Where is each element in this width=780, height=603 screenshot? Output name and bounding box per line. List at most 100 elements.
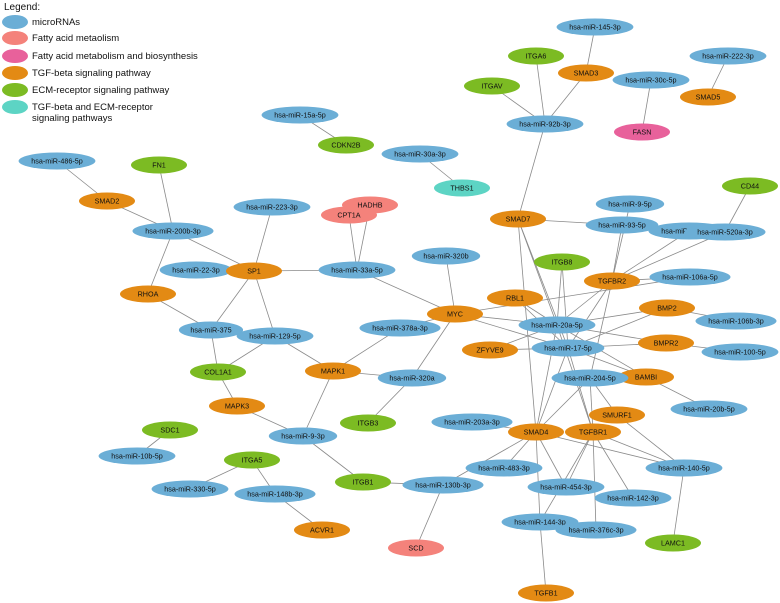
node-shape-hsa-mir-22-3p[interactable] [159,261,233,279]
node-shape-hsa-mir-320b[interactable] [411,247,481,265]
node-hsa-mir-486-5p[interactable]: hsa-miR-486-5p [18,152,96,170]
node-shape-hsa-mir-10b-5p[interactable] [98,447,176,465]
node-shape-smad4[interactable] [508,423,564,441]
node-shape-smad5[interactable] [680,88,736,106]
node-shape-itga6[interactable] [508,47,564,65]
node-shape-sdc1[interactable] [142,421,198,439]
node-bmpr2[interactable]: BMPR2 [638,334,694,352]
node-lamc1[interactable]: LAMC1 [645,534,701,552]
node-hsa-mir-140-5p[interactable]: hsa-miR-140-5p [645,459,723,477]
node-shape-hsa-mir-376c-3p[interactable] [555,521,637,539]
node-bambi[interactable]: BAMBI [618,368,674,386]
node-shape-thbs1[interactable] [434,179,490,197]
node-hsa-mir-375[interactable]: hsa-miR-375 [178,321,244,339]
node-hsa-mir-204-5p[interactable]: hsa-miR-204-5p [551,369,629,387]
node-shape-hsa-mir-130b-3p[interactable] [402,476,484,494]
node-shape-sp1[interactable] [226,262,282,280]
node-thbs1[interactable]: THBS1 [434,179,490,197]
node-hsa-mir-15a-5p[interactable]: hsa-miR-15a-5p [261,106,339,124]
node-shape-bambi[interactable] [618,368,674,386]
node-shape-smad2[interactable] [79,192,135,210]
node-zfyve9[interactable]: ZFYVE9 [462,341,518,359]
node-shape-hsa-mir-144-3p[interactable] [501,513,579,531]
node-shape-mapk3[interactable] [209,397,265,415]
node-hsa-mir-203a-3p[interactable]: hsa-miR-203a-3p [431,413,513,431]
node-shape-fasn[interactable] [614,123,670,141]
node-shape-hsa-mir-486-5p[interactable] [18,152,96,170]
node-hsa-mir-106b-3p[interactable]: hsa-miR-106b-3p [695,312,777,330]
node-shape-hsa-mir-222-3p[interactable] [689,47,767,65]
node-mapk1[interactable]: MAPK1 [305,362,361,380]
node-shape-hsa-mir-223-3p[interactable] [233,198,311,216]
node-shape-hsa-mir-30a-3p[interactable] [381,145,459,163]
node-shape-hsa-mir-20a-5p[interactable] [518,316,596,334]
node-shape-mapk1[interactable] [305,362,361,380]
node-itgb8[interactable]: ITGB8 [534,253,590,271]
node-shape-smad7[interactable] [490,210,546,228]
node-shape-hsa-mir-33a-5p[interactable] [318,261,396,279]
node-hsa-mir-93-5p[interactable]: hsa-miR-93-5p [585,216,659,234]
node-hsa-mir-33a-5p[interactable]: hsa-miR-33a-5p [318,261,396,279]
node-smad5[interactable]: SMAD5 [680,88,736,106]
node-shape-hsa-mir-9-3p[interactable] [268,427,338,445]
node-scd[interactable]: SCD [388,539,444,557]
node-hsa-mir-376c-3p[interactable]: hsa-miR-376c-3p [555,521,637,539]
node-shape-hsa-mir-378a-3p[interactable] [359,319,441,337]
node-shape-cdkn2b[interactable] [318,136,374,154]
node-shape-hsa-mir-520a-3p[interactable] [684,223,766,241]
node-hsa-mir-20a-5p[interactable]: hsa-miR-20a-5p [518,316,596,334]
node-hsa-mir-92b-3p[interactable]: hsa-miR-92b-3p [506,115,584,133]
node-hsa-mir-100-5p[interactable]: hsa-miR-100-5p [701,343,779,361]
node-cdkn2b[interactable]: CDKN2B [318,136,374,154]
node-rhoa[interactable]: RHOA [120,285,176,303]
node-shape-zfyve9[interactable] [462,341,518,359]
node-shape-tgfb1[interactable] [518,584,574,602]
node-acvr1[interactable]: ACVR1 [294,521,350,539]
node-shape-hsa-mir-129-5p[interactable] [236,327,314,345]
node-hadhb[interactable]: HADHB [342,196,398,214]
node-smurf1[interactable]: SMURF1 [589,406,645,424]
node-itga6[interactable]: ITGA6 [508,47,564,65]
node-shape-hsa-mir-142-3p[interactable] [594,489,672,507]
node-shape-hsa-mir-17-5p[interactable] [531,339,605,357]
node-hsa-mir-378a-3p[interactable]: hsa-miR-378a-3p [359,319,441,337]
node-itgb3[interactable]: ITGB3 [340,414,396,432]
node-shape-hsa-mir-320a[interactable] [377,369,447,387]
node-bmp2[interactable]: BMP2 [639,299,695,317]
node-itgb1[interactable]: ITGB1 [335,473,391,491]
node-hsa-mir-320a[interactable]: hsa-miR-320a [377,369,447,387]
node-col1a1[interactable]: COL1A1 [190,363,246,381]
node-hsa-mir-22-3p[interactable]: hsa-miR-22-3p [159,261,233,279]
node-hsa-mir-17-5p[interactable]: hsa-miR-17-5p [531,339,605,357]
node-cd44[interactable]: CD44 [722,177,778,195]
node-shape-hsa-mir-200b-3p[interactable] [132,222,214,240]
node-itga5[interactable]: ITGA5 [224,451,280,469]
node-shape-myc[interactable] [427,305,483,323]
node-shape-hsa-mir-93-5p[interactable] [585,216,659,234]
node-shape-hsa-mir-454-3p[interactable] [527,478,605,496]
node-tgfb1[interactable]: TGFB1 [518,584,574,602]
node-hsa-mir-20b-5p[interactable]: hsa-miR-20b-5p [670,400,748,418]
node-mapk3[interactable]: MAPK3 [209,397,265,415]
node-hsa-mir-483-3p[interactable]: hsa-miR-483-3p [465,459,543,477]
node-shape-rbl1[interactable] [487,289,543,307]
node-smad7[interactable]: SMAD7 [490,210,546,228]
node-shape-col1a1[interactable] [190,363,246,381]
node-hsa-mir-106a-5p[interactable]: hsa-miR-106a-5p [649,268,731,286]
node-shape-hadhb[interactable] [342,196,398,214]
node-shape-hsa-mir-140-5p[interactable] [645,459,723,477]
node-hsa-mir-222-3p[interactable]: hsa-miR-222-3p [689,47,767,65]
node-tgfbr1[interactable]: TGFBR1 [565,423,621,441]
node-shape-bmp2[interactable] [639,299,695,317]
node-smad2[interactable]: SMAD2 [79,192,135,210]
node-shape-hsa-mir-20b-5p[interactable] [670,400,748,418]
node-shape-itgav[interactable] [464,77,520,95]
node-shape-cd44[interactable] [722,177,778,195]
node-smad4[interactable]: SMAD4 [508,423,564,441]
node-shape-hsa-mir-9-5p[interactable] [595,195,665,213]
node-shape-itgb8[interactable] [534,253,590,271]
node-rbl1[interactable]: RBL1 [487,289,543,307]
node-shape-hsa-mir-15a-5p[interactable] [261,106,339,124]
node-hsa-mir-9-3p[interactable]: hsa-miR-9-3p [268,427,338,445]
node-hsa-mir-320b[interactable]: hsa-miR-320b [411,247,481,265]
